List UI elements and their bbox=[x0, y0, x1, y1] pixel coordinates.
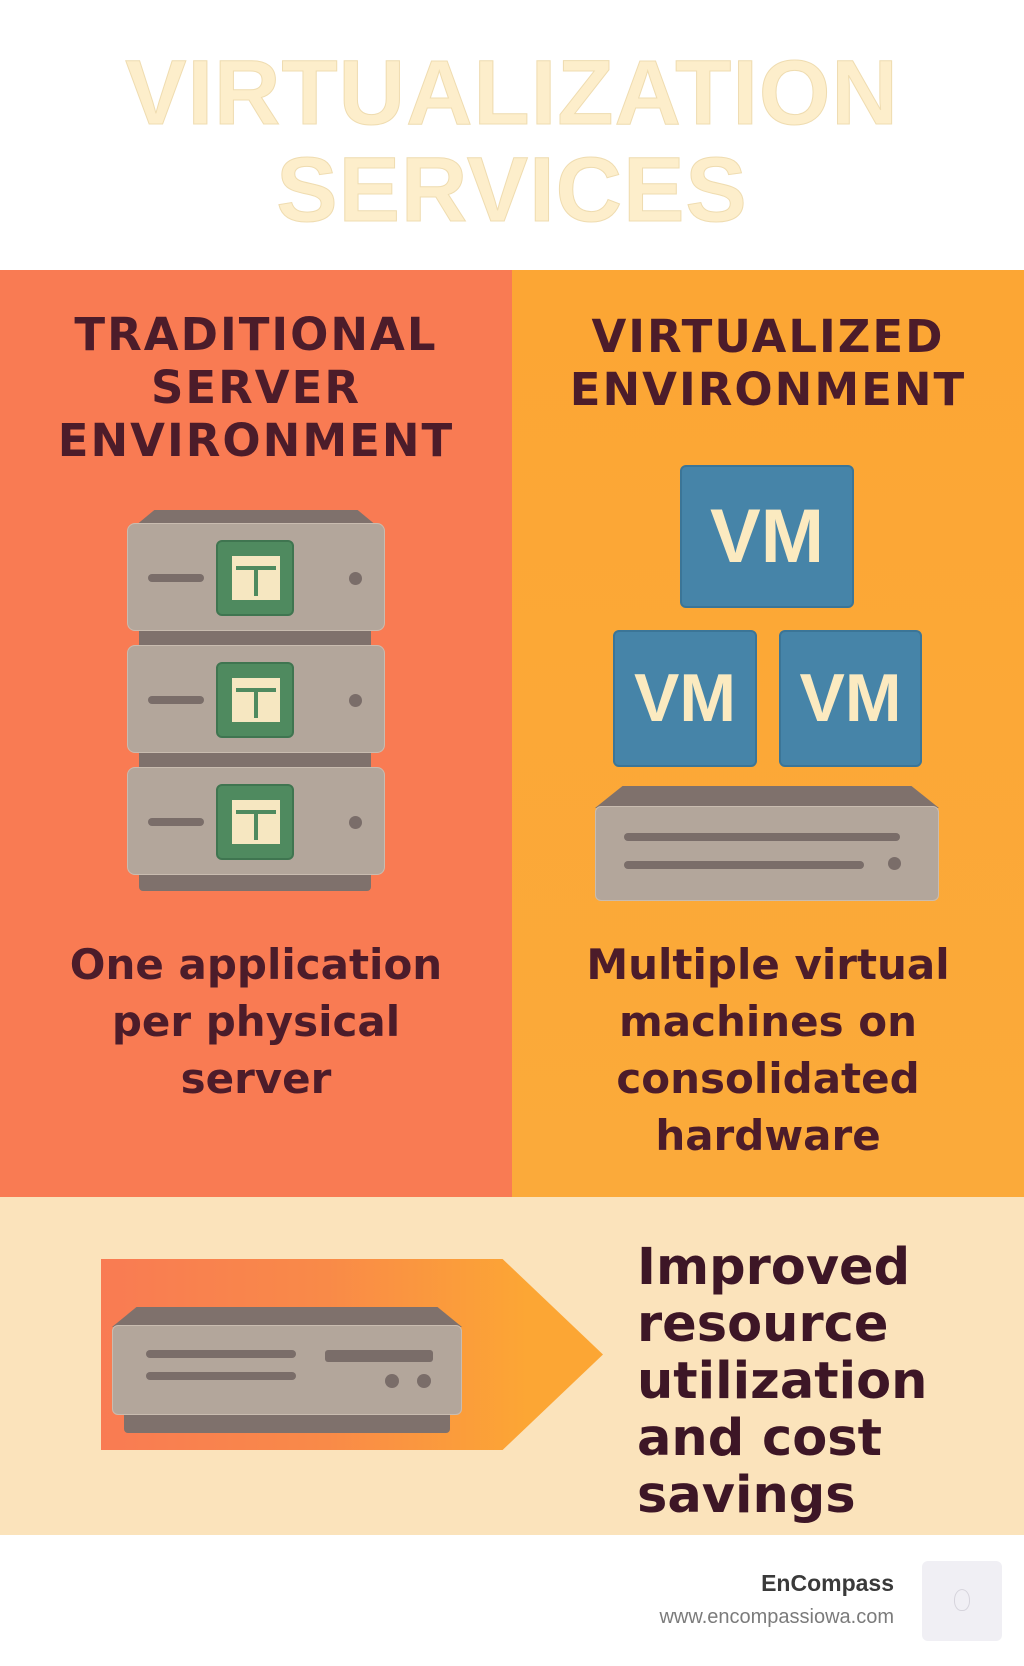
benefit-text: Improved resource utilization and cost s… bbox=[637, 1239, 927, 1524]
vm-box: VM bbox=[680, 465, 854, 608]
heading-line: ENVIRONMENT bbox=[569, 363, 967, 416]
footer-brand: EnCompass bbox=[761, 1570, 894, 1596]
page-title: VIRTUALIZATION SERVICES bbox=[0, 42, 1024, 241]
heading-line: ENVIRONMENT bbox=[57, 414, 455, 467]
caption-line: per physical bbox=[111, 997, 401, 1046]
brand-logo-icon bbox=[922, 1561, 1002, 1641]
footer-url[interactable]: www.encompassiowa.com bbox=[659, 1606, 894, 1628]
heading-line: SERVER bbox=[150, 361, 362, 414]
virtualized-caption: Multiple virtual machines on consolidate… bbox=[512, 936, 1024, 1164]
title-line-2: SERVICES bbox=[276, 139, 748, 241]
benefit-line: and cost bbox=[637, 1409, 882, 1468]
benefit-line: utilization bbox=[637, 1352, 928, 1411]
virtualized-panel: VIRTUALIZED ENVIRONMENT VM VM VM Multipl… bbox=[512, 270, 1024, 1197]
caption-line: server bbox=[180, 1054, 332, 1103]
benefit-line: savings bbox=[637, 1466, 856, 1525]
vm-box: VM bbox=[779, 630, 922, 767]
vm-box: VM bbox=[613, 630, 757, 767]
benefit-line: Improved bbox=[637, 1238, 911, 1297]
caption-line: hardware bbox=[655, 1111, 881, 1160]
title-line-1: VIRTUALIZATION bbox=[125, 42, 899, 144]
traditional-caption: One application per physical server bbox=[0, 936, 512, 1107]
application-icon bbox=[216, 540, 294, 616]
application-icon bbox=[216, 662, 294, 738]
heading-line: VIRTUALIZED bbox=[591, 310, 945, 363]
heading-line: TRADITIONAL bbox=[74, 308, 438, 361]
caption-line: One application bbox=[69, 940, 443, 989]
benefit-band bbox=[0, 1197, 1024, 1535]
caption-line: consolidated bbox=[616, 1054, 920, 1103]
benefit-line: resource bbox=[637, 1295, 889, 1354]
virtualized-heading: VIRTUALIZED ENVIRONMENT bbox=[512, 310, 1024, 416]
caption-line: machines on bbox=[618, 997, 918, 1046]
traditional-panel: TRADITIONAL SERVER ENVIRONMENT One appli… bbox=[0, 270, 512, 1197]
application-icon bbox=[216, 784, 294, 860]
caption-line: Multiple virtual bbox=[586, 940, 950, 989]
traditional-heading: TRADITIONAL SERVER ENVIRONMENT bbox=[0, 308, 512, 467]
